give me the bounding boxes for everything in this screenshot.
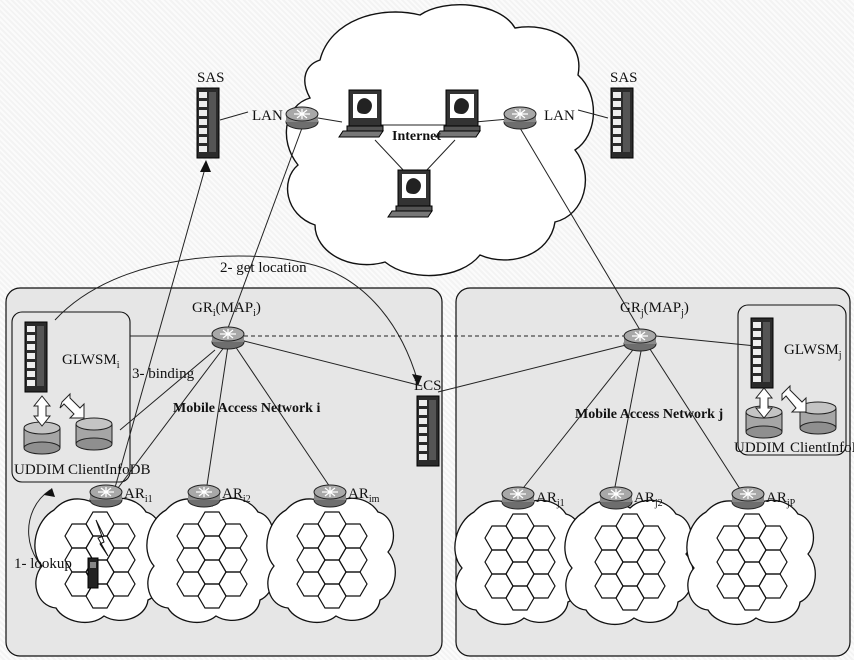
- gr-j-label: GRj(MAPj): [620, 300, 689, 319]
- glwsm-i-label: GLWSMi: [62, 352, 120, 371]
- ar-j2-router-icon: [599, 486, 633, 510]
- uddim-i-label: UDDIM: [14, 462, 65, 478]
- glwsm-i-server-rack-icon: [24, 321, 48, 393]
- ar-i1-router-icon: [89, 484, 123, 508]
- ar-j1-cell-cloud-icon: [455, 500, 583, 624]
- sas-left-label: SAS: [197, 70, 225, 86]
- lan-right-router-icon: [503, 106, 537, 130]
- glwsm-i-box: [11, 311, 131, 483]
- lcs-label: LCS: [414, 378, 442, 394]
- sas-right-label: SAS: [610, 70, 638, 86]
- arrow-to-lcs: [412, 374, 422, 386]
- mobile-access-network-i-label: Mobile Access Network i: [173, 401, 320, 416]
- lan-right-label: LAN: [544, 108, 575, 124]
- ar-jp-cell-cloud-icon: [687, 500, 815, 624]
- lan-left-router-icon: [285, 106, 319, 130]
- arrow-to-sas: [200, 160, 211, 172]
- ar-im-label: ARim: [348, 486, 380, 505]
- glwsm-j-box: [737, 304, 847, 456]
- gr-j-router-icon: [623, 328, 657, 352]
- clientinfodb-j-label: ClientInfoDB: [790, 440, 854, 456]
- ar-i2-label: ARi2: [222, 486, 251, 505]
- ar-j1-label: ARj1: [536, 490, 565, 509]
- uddim-j-label: UDDIM: [734, 440, 785, 456]
- lcs-server-rack-icon: [416, 395, 440, 467]
- lan-left-label: LAN: [252, 108, 283, 124]
- ar-i2-router-icon: [187, 484, 221, 508]
- ar-i2-cell-cloud-icon: [147, 498, 275, 622]
- glwsm-j-label: GLWSMj: [784, 342, 842, 361]
- clientinfodb-i-label: ClientInfoDB: [68, 462, 151, 478]
- internet-cloud: [285, 4, 595, 277]
- mobile-device-icon: [87, 519, 109, 589]
- glwsm-j-server-rack-icon: [750, 317, 774, 389]
- lookup-label: 1- lookup: [14, 556, 72, 572]
- ar-j2-label: ARj2: [634, 490, 663, 509]
- get-location-label: 2- get location: [220, 260, 307, 276]
- arrow-lookup: [44, 488, 55, 497]
- sas-left-server-rack-icon: [196, 87, 220, 159]
- ar-im-router-icon: [313, 484, 347, 508]
- ar-i1-label: ARi1: [124, 486, 153, 505]
- gr-i-router-icon: [211, 326, 245, 350]
- internet-label: Internet: [392, 129, 441, 144]
- gr-i-label: GRi(MAPi): [192, 300, 261, 319]
- ar-j2-cell-cloud-icon: [565, 500, 693, 624]
- ar-j1-router-icon: [501, 486, 535, 510]
- ar-jp-label: ARjP: [766, 490, 796, 509]
- ar-im-cell-cloud-icon: [267, 498, 395, 622]
- mobile-access-network-j-label: Mobile Access Network j: [575, 407, 723, 422]
- glwsm-db-arrows: [32, 384, 807, 427]
- clientinfodb-i-database-icon: [75, 417, 113, 451]
- connection-lines: [28, 109, 757, 581]
- sas-right-server-rack-icon: [610, 87, 634, 159]
- ar-jp-router-icon: [731, 486, 765, 510]
- binding-label: 3- binding: [132, 366, 195, 382]
